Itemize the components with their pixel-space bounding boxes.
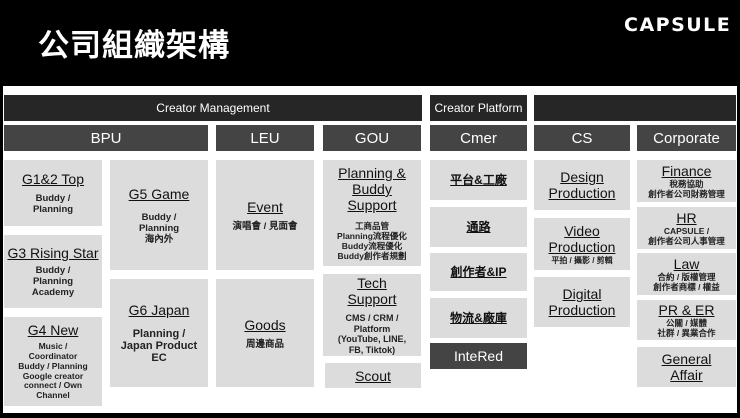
dept-corporate: Corporate bbox=[637, 125, 736, 151]
unit-desc: CAPSULE / 創作者公司人事管理 bbox=[648, 226, 725, 246]
unit-planning-buddy-support: Planning & Buddy Support 工商品管 Planning流程… bbox=[323, 160, 421, 266]
unit-desc: 演唱會 / 見面會 bbox=[232, 220, 298, 232]
unit-desc: 工商品管 Planning流程優化 Buddy流程優化 Buddy創作者規劃 bbox=[337, 221, 407, 261]
unit-title: HR bbox=[676, 210, 697, 226]
unit-title: Law bbox=[673, 256, 700, 272]
unit-title: G5 Game bbox=[128, 185, 190, 202]
unit-title: InteRed bbox=[453, 348, 504, 364]
unit-title: 物流&廠庫 bbox=[450, 311, 507, 325]
unit-desc: Buddy / Planning bbox=[32, 193, 74, 215]
unit-title: Goods bbox=[244, 316, 286, 333]
unit-desc: Music / Coordinator Buddy / Planning Goo… bbox=[18, 341, 88, 401]
unit-platform-factory: 平台&工廠 bbox=[430, 160, 527, 200]
unit-title: Design Production bbox=[548, 169, 616, 201]
unit-design-production: Design Production bbox=[534, 160, 630, 210]
unit-title: Tech Support bbox=[347, 275, 397, 307]
unlabeled-group-bar bbox=[534, 95, 736, 121]
page-title: 公司組織架構 bbox=[38, 28, 230, 64]
unit-title: G3 Rising Star bbox=[7, 245, 99, 261]
unit-event: Event 演唱會 / 見面會 bbox=[216, 160, 314, 270]
unit-title: Digital Production bbox=[548, 286, 616, 318]
unit-g6-japan: G6 Japan Planning / Japan Product EC bbox=[110, 279, 208, 387]
dept-cs: CS bbox=[534, 125, 630, 151]
unit-finance: Finance 稅務協助 創作者公司財務管理 bbox=[637, 160, 736, 202]
unit-desc: CMS / CRM / Platform (YouTube, LINE, FB,… bbox=[337, 313, 407, 355]
capsule-logo: CAPSULE bbox=[624, 14, 732, 36]
unit-title: Scout bbox=[355, 367, 391, 384]
unit-g3-rising-star: G3 Rising Star Buddy / Planning Academy bbox=[4, 235, 102, 308]
creator-platform-bar: Creator Platform bbox=[430, 95, 527, 121]
unit-tech-support: Tech Support CMS / CRM / Platform (YouTu… bbox=[323, 274, 421, 356]
unit-law: Law 合約 / 版權管理 創作者商標 / 權益 bbox=[637, 253, 736, 295]
unit-creator-ip: 創作者&IP bbox=[430, 253, 527, 291]
unit-goods: Goods 周邊商品 bbox=[216, 279, 314, 387]
unit-title: Video Production bbox=[548, 222, 616, 255]
unit-desc: 周邊商品 bbox=[245, 338, 284, 350]
unit-title: G6 Japan bbox=[128, 302, 190, 318]
unit-desc: Planning / Japan Product EC bbox=[120, 328, 198, 364]
dept-leu: LEU bbox=[216, 125, 314, 151]
unit-scout: Scout bbox=[325, 363, 421, 388]
unit-desc: 平拍 / 攝影 / 剪輯 bbox=[551, 255, 613, 265]
unit-desc: 公關 / 媒體 社群 / 異業合作 bbox=[657, 318, 716, 338]
unit-title: G1&2 Top bbox=[21, 171, 84, 187]
dept-gou: GOU bbox=[323, 125, 421, 151]
creator-management-bar: Creator Management bbox=[4, 95, 422, 121]
unit-desc: 稅務協助 創作者公司財務管理 bbox=[648, 179, 725, 199]
unit-title: PR & ER bbox=[658, 302, 715, 318]
dept-cmer: Cmer bbox=[430, 125, 527, 151]
unit-title: Event bbox=[247, 198, 283, 215]
dept-bpu: BPU bbox=[4, 125, 208, 151]
unit-title: 平台&工廠 bbox=[450, 173, 507, 187]
unit-title: General Affair bbox=[661, 351, 712, 383]
unit-logistics-warehouse: 物流&廠庫 bbox=[430, 298, 527, 338]
unit-g5-game: G5 Game Buddy / Planning 海內外 bbox=[110, 160, 208, 270]
unit-desc: 合約 / 版權管理 創作者商標 / 權益 bbox=[653, 272, 720, 292]
unit-channel: 通路 bbox=[430, 207, 527, 247]
unit-digital-production: Digital Production bbox=[534, 277, 630, 327]
unit-title: 創作者&IP bbox=[450, 265, 507, 279]
unit-pr-er: PR & ER 公關 / 媒體 社群 / 異業合作 bbox=[637, 300, 736, 340]
unit-g1-2-top: G1&2 Top Buddy / Planning bbox=[4, 160, 102, 226]
unit-title: Planning & Buddy Support bbox=[338, 165, 406, 213]
unit-hr: HR CAPSULE / 創作者公司人事管理 bbox=[637, 207, 736, 249]
unit-intered: InteRed bbox=[430, 343, 527, 369]
unit-desc: Buddy / Planning 海內外 bbox=[138, 211, 180, 245]
unit-g4-new: G4 New Music / Coordinator Buddy / Plann… bbox=[4, 317, 102, 406]
unit-title: G4 New bbox=[27, 322, 79, 339]
unit-general-affair: General Affair bbox=[637, 347, 736, 387]
unit-title: Finance bbox=[661, 163, 712, 179]
unit-video-production: Video Production 平拍 / 攝影 / 剪輯 bbox=[534, 218, 630, 270]
unit-desc: Buddy / Planning Academy bbox=[31, 265, 75, 298]
unit-title: 通路 bbox=[466, 220, 491, 234]
